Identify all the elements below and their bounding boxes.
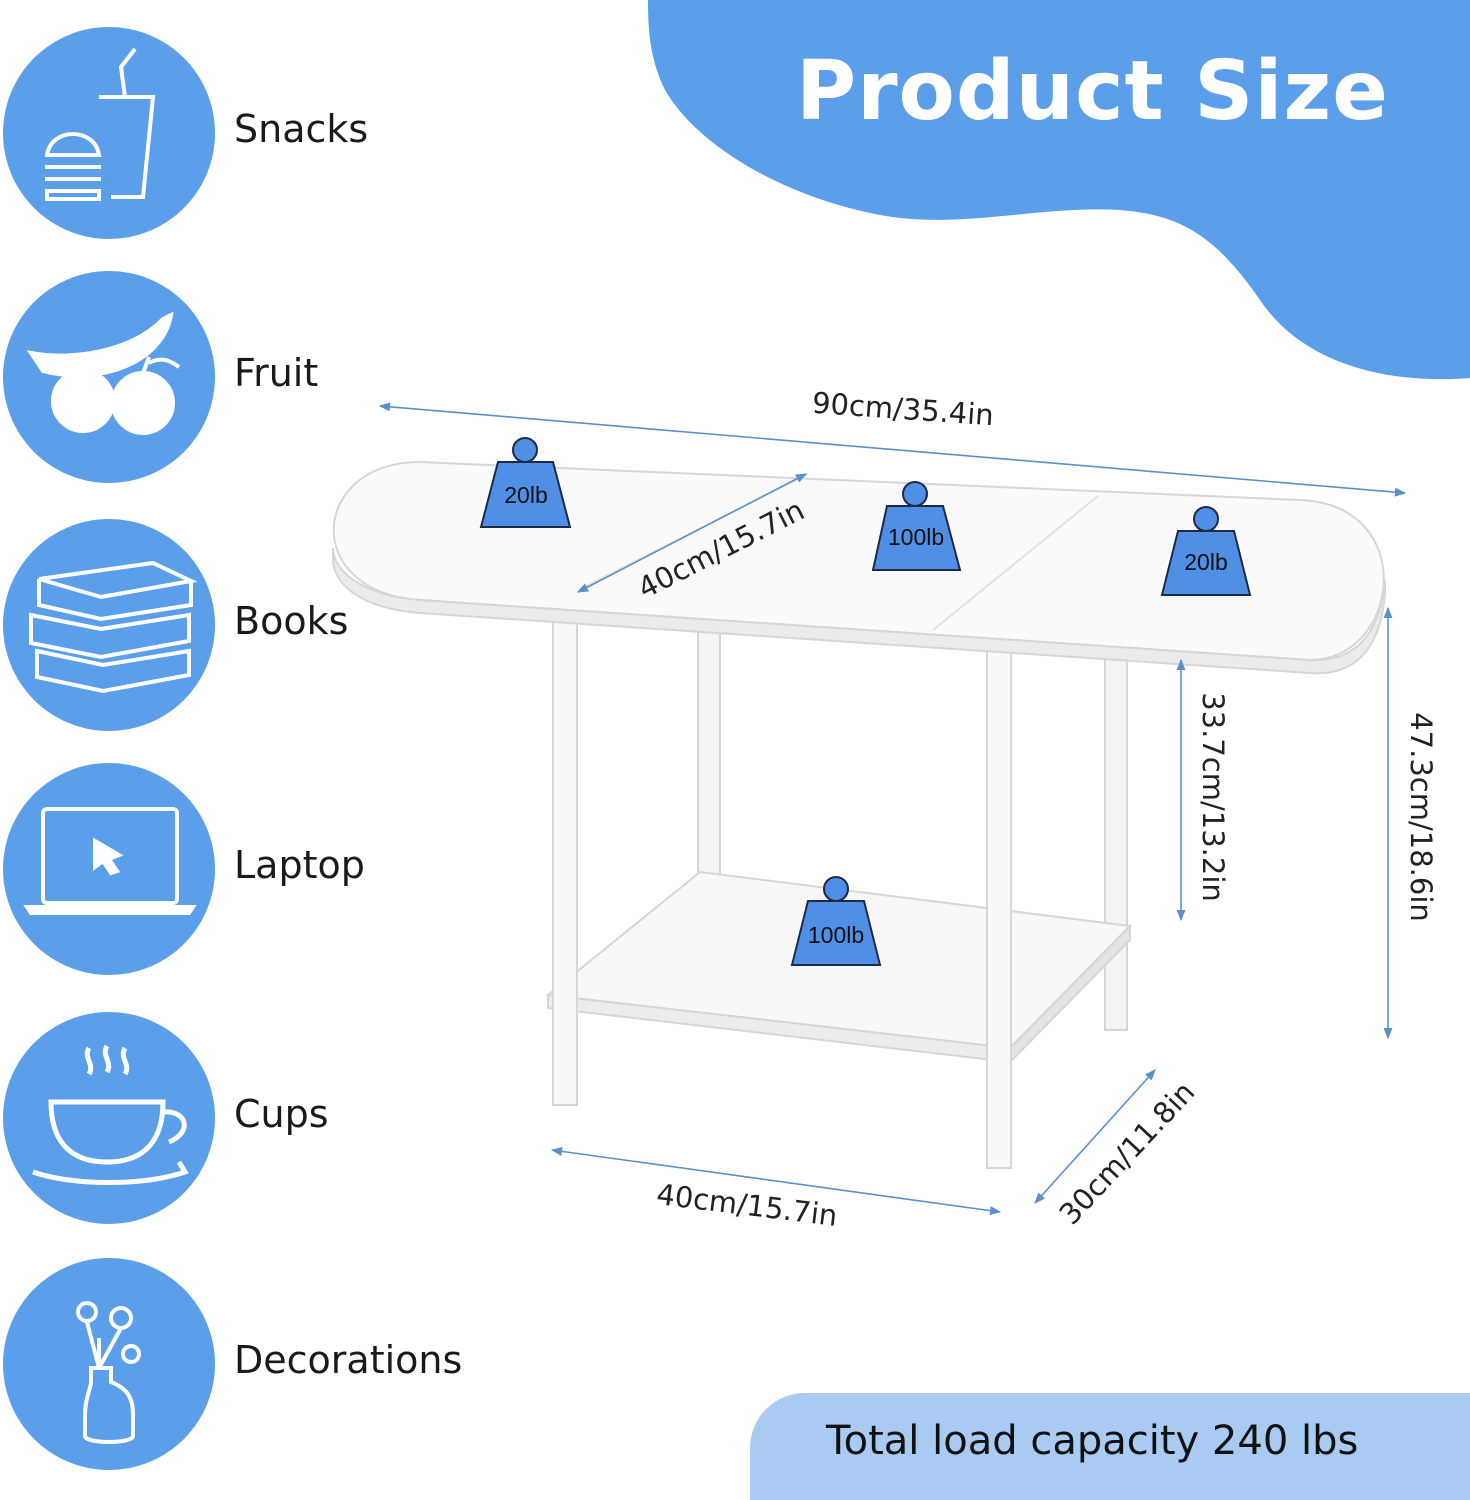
coffee-cup-icon <box>32 1044 189 1185</box>
weight-label-center-top: 100lb <box>887 524 945 550</box>
weight-icon-center-top <box>871 481 962 571</box>
title-blob <box>648 0 1470 380</box>
weight-icon-bottom-shelf <box>790 876 882 966</box>
usage-item-fruit: Fruit <box>0 271 560 486</box>
dim-label-shelf-height: 33.7cm/13.2in <box>1195 692 1230 902</box>
usage-label-cups: Cups <box>234 1092 329 1136</box>
usage-label-books: Books <box>234 599 349 643</box>
burger-drink-icon <box>44 47 156 201</box>
dim-line-length <box>378 402 1407 497</box>
usage-label-fruit: Fruit <box>234 351 319 395</box>
usage-item-decorations: Decorations <box>0 1258 560 1473</box>
flower-vase-icon <box>76 1301 141 1444</box>
weight-label-left-leaf: 20lb <box>504 482 548 508</box>
weight-label-bottom-shelf: 100lb <box>807 922 865 948</box>
books-icon <box>29 560 198 694</box>
usage-item-snacks: Snacks <box>0 27 560 242</box>
usage-item-books: Books <box>0 519 560 734</box>
dim-label-total-height: 47.3cm/18.6in <box>1403 712 1438 922</box>
dim-line-base-width <box>550 1146 1002 1216</box>
dim-line-base-depth <box>1034 1069 1156 1204</box>
usage-label-decorations: Decorations <box>234 1338 463 1382</box>
fruit-icon <box>26 311 181 435</box>
weight-icon-left-leaf <box>479 437 572 528</box>
usage-label-laptop: Laptop <box>234 843 365 887</box>
usage-item-cups: Cups <box>0 1012 560 1227</box>
dim-line-top-depth <box>577 473 807 593</box>
laptop-icon <box>23 807 197 915</box>
page-title: Product Size <box>796 44 1389 139</box>
weight-label-right-leaf: 20lb <box>1184 549 1228 575</box>
weight-icon-right-leaf <box>1160 506 1252 596</box>
load-capacity-banner <box>750 1393 1470 1500</box>
usage-label-snacks: Snacks <box>234 107 369 151</box>
load-capacity-text: Total load capacity 240 lbs <box>826 1418 1359 1464</box>
usage-item-laptop: Laptop <box>0 763 560 978</box>
